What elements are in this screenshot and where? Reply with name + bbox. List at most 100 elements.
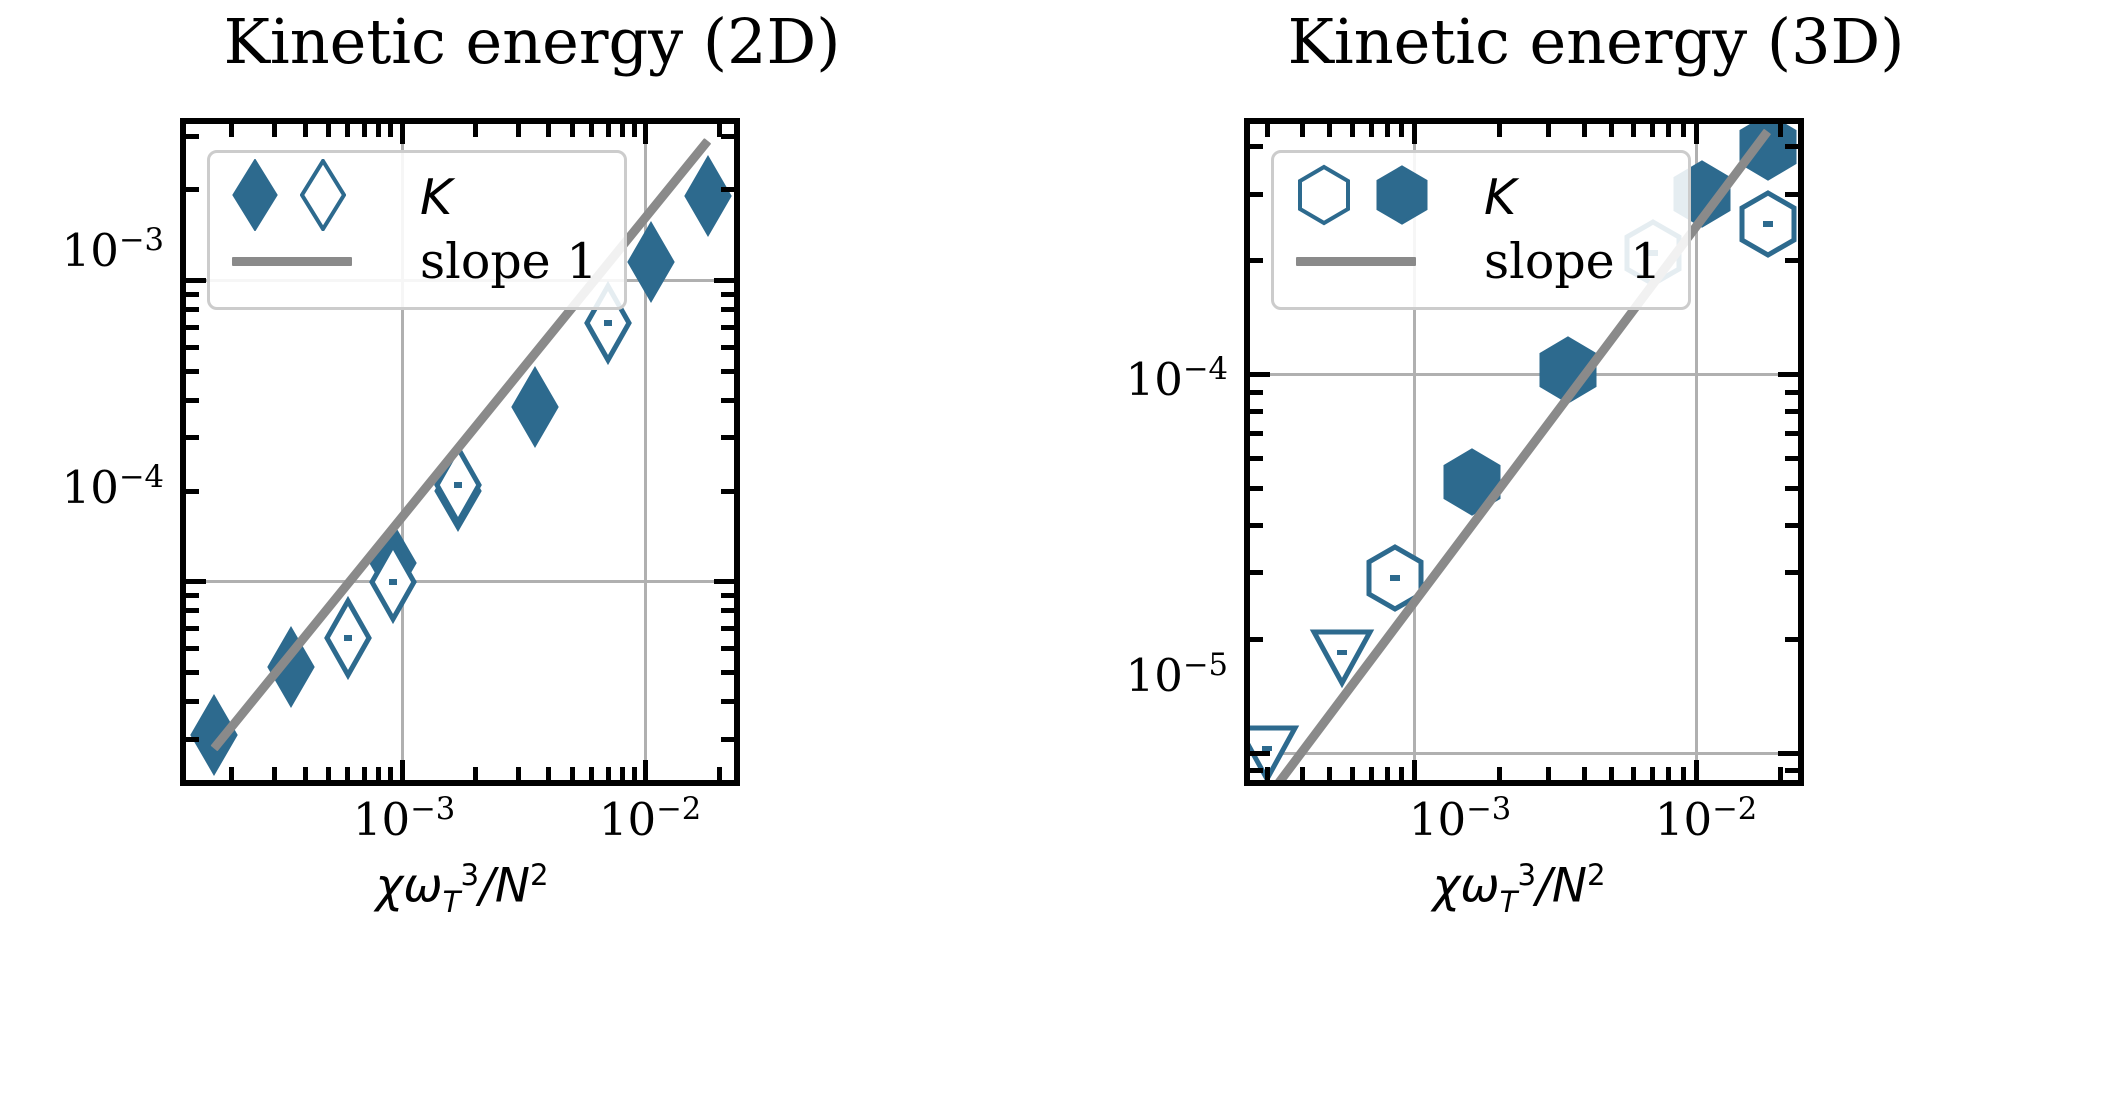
- axis-tick: [714, 277, 734, 283]
- axis-tick: [186, 307, 199, 313]
- axis-tick: [632, 767, 638, 780]
- axis-tick: [186, 579, 206, 585]
- slope-line-icon: [232, 256, 352, 266]
- axis-tick: [1368, 767, 1374, 780]
- axis-tick: [1250, 258, 1263, 264]
- axis-tick: [632, 124, 638, 137]
- filled-hexagon-icon: [1374, 164, 1430, 230]
- axis-tick: [1349, 124, 1355, 137]
- axis-tick: [302, 767, 308, 780]
- axis-tick: [1250, 768, 1263, 774]
- axis-tick: [605, 124, 611, 137]
- axis-tick: [186, 324, 199, 330]
- axis-tick: [1250, 389, 1263, 395]
- axis-tick: [721, 133, 734, 139]
- data-point-filled-hexagon: [1441, 448, 1503, 517]
- axis-tick: [186, 488, 199, 494]
- axis-tick: [1785, 570, 1798, 576]
- legend-handles-slope-3d: [1296, 256, 1466, 266]
- axis-tick: [1680, 124, 1686, 137]
- axis-tick: [1650, 767, 1656, 780]
- legend-row-slope-3d[interactable]: slope 1: [1296, 229, 1666, 293]
- slope-line-icon: [1296, 256, 1416, 266]
- axis-tick: [1412, 124, 1418, 144]
- axis-tick: [1650, 124, 1656, 137]
- legend-handles-slope-2d: [232, 256, 402, 266]
- axis-tick: [186, 277, 206, 283]
- axis-tick: [326, 124, 332, 137]
- axis-tick: [1785, 389, 1798, 395]
- legend-2d[interactable]: K slope 1: [207, 150, 627, 310]
- axis-tick: [186, 133, 199, 139]
- axis-tick: [1608, 124, 1614, 137]
- axis-tick: [1412, 760, 1418, 780]
- gridline-vertical: [644, 124, 648, 780]
- axis-tick: [1785, 768, 1798, 774]
- gridline-vertical: [1694, 124, 1698, 780]
- axis-tick: [1264, 767, 1270, 780]
- xtick-label-2d-0: 10−3: [352, 792, 456, 846]
- axis-tick: [186, 368, 199, 374]
- gridline-vertical: [400, 124, 404, 780]
- axis-tick: [1399, 124, 1405, 137]
- axis-tick: [1631, 767, 1637, 780]
- axis-tick: [1581, 767, 1587, 780]
- gridline-vertical: [1413, 124, 1417, 780]
- axis-tick: [721, 625, 734, 631]
- axis-tick: [721, 646, 734, 652]
- ytick-label-3d-0: 10−4: [1125, 352, 1228, 406]
- legend-row-slope-2d[interactable]: slope 1: [232, 229, 602, 293]
- axis-tick: [186, 670, 199, 676]
- axis-tick: [605, 767, 611, 780]
- axis-tick: [1250, 570, 1263, 576]
- axis-tick: [1349, 767, 1355, 780]
- axis-tick: [472, 124, 478, 137]
- axis-tick: [1608, 767, 1614, 780]
- legend-row-k-3d[interactable]: K: [1296, 164, 1666, 230]
- axis-tick: [721, 608, 734, 614]
- legend-label-k-3d: K: [1484, 168, 1517, 226]
- axis-tick: [361, 767, 367, 780]
- legend-label-k-2d: K: [420, 168, 453, 226]
- xtick-label-3d-0: 10−3: [1408, 792, 1512, 846]
- axis-tick: [589, 124, 595, 137]
- axis-tick: [388, 124, 394, 137]
- axis-tick: [619, 124, 625, 137]
- axis-tick: [721, 736, 734, 742]
- gridline-horizontal: [186, 580, 734, 584]
- axis-tick: [1778, 372, 1798, 378]
- legend-3d[interactable]: K slope 1: [1271, 150, 1691, 310]
- axis-tick: [714, 579, 734, 585]
- data-point-filled-diamond: [626, 221, 676, 303]
- open-diamond-icon: [299, 157, 347, 235]
- axis-tick: [326, 767, 332, 780]
- axis-tick: [1778, 124, 1784, 137]
- axis-tick: [643, 760, 649, 780]
- axis-tick: [721, 488, 734, 494]
- axis-tick: [186, 187, 199, 193]
- xaxis-label-3d: χωT3/N2: [1432, 858, 1606, 920]
- gridline-horizontal: [1250, 373, 1798, 377]
- axis-tick: [721, 435, 734, 441]
- data-point-filled-diamond: [266, 626, 316, 709]
- axis-tick: [721, 368, 734, 374]
- axis-tick: [1785, 144, 1798, 150]
- legend-handles-k-3d: [1296, 164, 1466, 230]
- axis-tick: [186, 608, 199, 614]
- axis-tick: [1785, 456, 1798, 462]
- xtick-label-2d-1: 10−2: [598, 792, 702, 846]
- axis-tick: [388, 767, 394, 780]
- axis-tick: [1300, 767, 1306, 780]
- axis-tick: [399, 124, 405, 144]
- legend-row-k-2d[interactable]: K: [232, 157, 602, 233]
- axis-tick: [1666, 124, 1672, 137]
- ytick-label-2d-1: 10−4: [61, 460, 164, 514]
- axis-tick: [1496, 124, 1502, 137]
- panel-kinetic-energy-2d: Kinetic energy (2D) 10−3 10−4 10−3 10−2 …: [61, 7, 841, 919]
- axis-tick: [399, 760, 405, 780]
- axis-tick: [643, 124, 649, 144]
- axis-tick: [716, 124, 722, 137]
- axis-tick: [1680, 767, 1686, 780]
- axis-tick: [272, 767, 278, 780]
- axis-tick: [1327, 124, 1333, 137]
